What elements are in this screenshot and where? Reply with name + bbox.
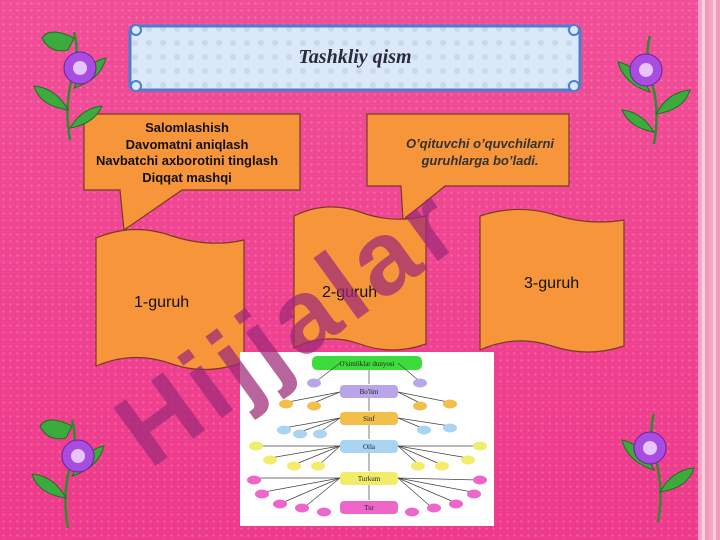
flower-icon	[617, 35, 691, 145]
flower-icon	[621, 413, 695, 523]
diagram-level-2: Bo'lim	[360, 388, 379, 396]
group-2-label: 2-guruh	[322, 284, 378, 301]
flower-icon	[31, 419, 105, 529]
group-3-box	[479, 208, 625, 353]
diagram-level-3: Sinf	[363, 415, 375, 423]
group-2-box	[293, 206, 427, 351]
group-3-label: 3-guruh	[524, 275, 580, 292]
group-1-label: 1-guruh	[134, 294, 190, 311]
callout-line: Salomlashish	[145, 120, 229, 135]
right-callout-box	[366, 113, 570, 222]
diagram-level-1: O'simliklar dunyosi	[339, 360, 394, 368]
classification-diagram-svg: O'simliklar dunyosi Bo'lim Sinf Oila Tur…	[247, 356, 487, 517]
callout-line: Davomatni aniqlash	[125, 136, 249, 152]
left-callout-box	[83, 113, 301, 232]
flower-icon	[33, 31, 107, 141]
callout-line: O’qituvchi o’quvchilarni	[405, 136, 555, 151]
callout-line: Diqqat mashqi	[142, 169, 232, 185]
diagram-level-5: Turkum	[358, 475, 381, 483]
right-border-strip	[698, 0, 720, 540]
right-callout-text: O’qituvchi o’quvchilarni guruhlarga bo’l…	[380, 136, 580, 169]
diagram-level-4: Oila	[363, 443, 376, 451]
page-title: Tashkliy qism	[298, 45, 412, 68]
callout-line: Navbatchi axborotini tinglash	[95, 153, 279, 168]
diagram-level-6: Tur	[364, 504, 375, 512]
left-callout-text: Salomlashish Davomatni aniqlash Navbatch…	[84, 120, 290, 186]
title-banner	[128, 24, 582, 92]
classification-diagram: O'simliklar dunyosi Bo'lim Sinf Oila Tur…	[240, 352, 494, 526]
callout-line: guruhlarga bo’ladi.	[421, 152, 539, 168]
